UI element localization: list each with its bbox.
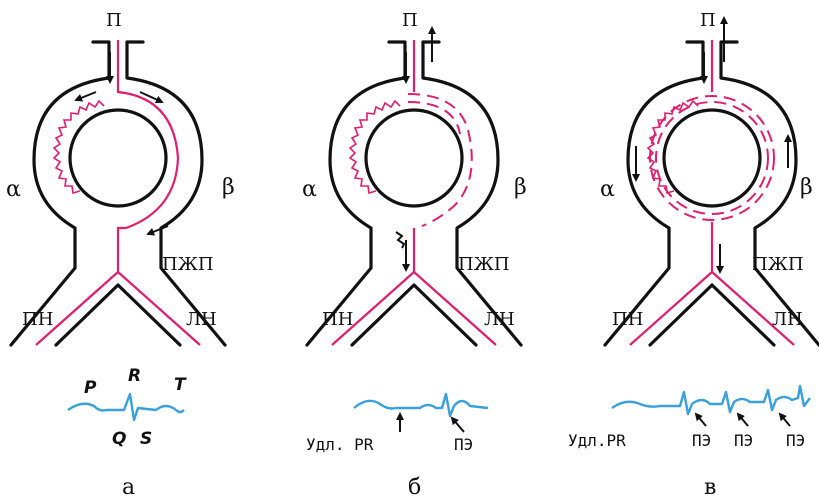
left-arrow-icon: [76, 92, 96, 100]
ecg-q-label: Q: [112, 429, 126, 449]
pzhp-label: ПЖП: [752, 254, 804, 275]
ecg-r-label: R: [128, 366, 141, 386]
alpha-label: α: [6, 177, 21, 202]
ecg-delay-label: Удл. PR: [306, 435, 374, 454]
ecg-pe2-label: ПЭ: [734, 431, 753, 450]
ecg-trace: [612, 386, 810, 414]
ecg-pe3-label: ПЭ: [786, 431, 805, 450]
top-label: П: [700, 10, 716, 31]
alpha-label: α: [600, 177, 615, 202]
panel-caption: а: [122, 475, 135, 500]
ecg-trace: [354, 394, 488, 416]
panel-a: П α β ПЖП ПН ЛН P R T Q S а: [6, 10, 235, 500]
ecg-delay-label: Удл.PR: [568, 431, 626, 450]
panel-caption: б: [408, 475, 421, 500]
pn-label: ПН: [322, 309, 353, 330]
pe1-arrow-icon: [696, 414, 706, 426]
ln-label: ЛН: [484, 309, 515, 330]
panel-caption: в: [704, 475, 716, 500]
ecg-s-label: S: [140, 429, 152, 449]
panel-b: П α β ПЖП ПН ЛН Удл. PR ПЭ б: [302, 10, 527, 500]
top-label: П: [106, 10, 122, 31]
right-arrow-icon: [140, 92, 162, 102]
ln-label: ЛН: [772, 309, 803, 330]
beta-label: β: [222, 175, 235, 200]
zigzag-arrow-icon: [396, 232, 404, 248]
pn-label: ПН: [612, 309, 643, 330]
beta-label: β: [514, 175, 527, 200]
ecg-pe1-label: ПЭ: [692, 431, 711, 450]
ecg-pe-label: ПЭ: [454, 435, 473, 454]
pe3-arrow-icon: [780, 414, 790, 426]
pn-label: ПН: [22, 309, 53, 330]
top-label: П: [402, 10, 418, 31]
pzhp-label: ПЖП: [458, 254, 510, 275]
pe-arrow-icon: [452, 418, 464, 432]
pe2-arrow-icon: [738, 414, 748, 426]
ecg-t-label: T: [174, 375, 187, 395]
beta-label: β: [800, 175, 813, 200]
panel-c: П α β ПЖП ПН ЛН Удл.PR ПЭ ПЭ ПЭ в: [568, 10, 819, 500]
ln-label: ЛН: [186, 309, 217, 330]
alpha-label: α: [302, 177, 317, 202]
retro-arrow-icon: [148, 226, 168, 234]
pzhp-label: ПЖП: [162, 254, 214, 275]
ecg-p-label: P: [84, 378, 97, 398]
